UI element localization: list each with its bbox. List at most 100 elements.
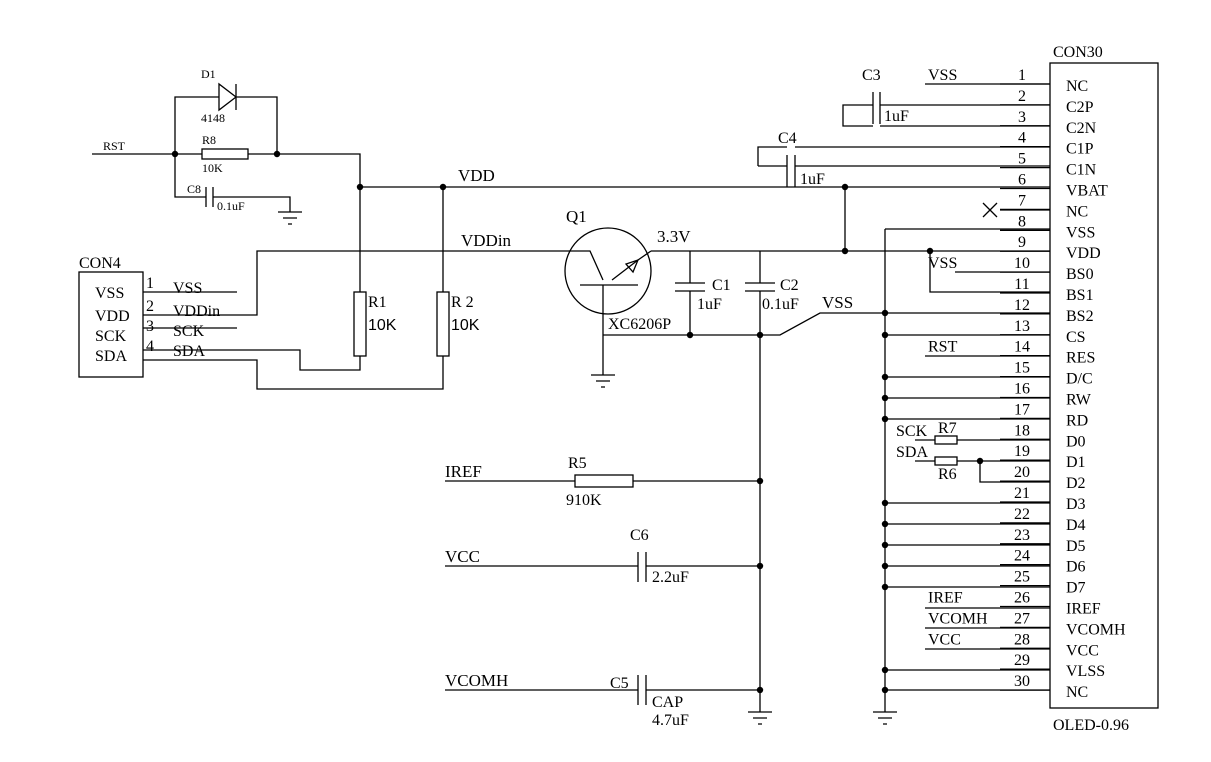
r7-resistor: R7 — [934, 420, 958, 445]
r2-resistor: R 2 10K — [436, 291, 480, 357]
con30-pin-number: 14 — [1014, 339, 1030, 356]
r2-value: 10K — [451, 317, 480, 334]
r8-resistor: R8 10K — [201, 133, 249, 175]
c6-capacitor: C6 2.2uF — [630, 527, 689, 586]
c5-capacitor: C5 CAP 4.7uF — [610, 675, 689, 729]
con30-pin-number: 22 — [1014, 506, 1030, 523]
r8-value: 10K — [202, 161, 223, 175]
con30-pin-number: 27 — [1014, 610, 1030, 627]
con30-pin-name: RW — [1066, 392, 1092, 409]
con30-pin-number: 8 — [1018, 213, 1026, 230]
con4-pin-name: VDD — [95, 308, 130, 325]
con30-part: OLED-0.96 — [1053, 717, 1129, 734]
con4-body — [78, 271, 144, 378]
c3-wire — [842, 104, 1050, 127]
d1-wire — [174, 96, 278, 154]
c5-value: CAP — [652, 694, 683, 711]
con4-pin-number: 1 — [146, 275, 154, 292]
net-label-vss: VSS — [822, 293, 853, 312]
c1-ref: C1 — [712, 277, 731, 294]
d1-value: 4148 — [201, 111, 225, 125]
con4-pin-net: VSS — [173, 280, 202, 297]
con4-pin-number: 2 — [146, 298, 154, 315]
r2-sda-wire — [143, 187, 444, 390]
c4-capacitor: C4 1uF — [778, 130, 825, 188]
r1-ref: R1 — [368, 294, 387, 311]
con30-pin-number: 2 — [1018, 88, 1026, 105]
con30-pin-number: 17 — [1014, 401, 1030, 418]
net-label-iref: IREF — [445, 462, 482, 481]
r7-ref: R7 — [938, 420, 957, 437]
con30-pin-name: RES — [1066, 350, 1095, 367]
con30-pin-number: 19 — [1014, 443, 1030, 460]
con30-connector: CON30 OLED-0.96 1NCVSS2C2P3C2N4C1P5C1N6V… — [928, 44, 1159, 734]
c5-value2: 4.7uF — [652, 712, 689, 729]
c3-ref: C3 — [862, 67, 881, 84]
con30-pin-number: 7 — [1018, 192, 1026, 209]
c8-capacitor: C8 0.1uF — [187, 182, 245, 213]
q1-regulator: Q1 XC6206P — [564, 207, 671, 333]
con4-pin-number: 4 — [146, 338, 154, 355]
c2-value: 0.1uF — [762, 296, 799, 313]
con30-pin-net: VSS — [928, 255, 957, 272]
con30-pin-net: IREF — [928, 590, 963, 607]
vss-taps-b — [885, 502, 1050, 691]
c6-value: 2.2uF — [652, 569, 689, 586]
r5-ref: R5 — [568, 455, 587, 472]
net-labels: RST VDD VDDin 3.3V VSS IREF VCC VCOMH SC… — [103, 139, 928, 690]
net-label-sck: SCK — [896, 423, 928, 440]
con4-pin-net: VDDin — [173, 303, 220, 320]
net-label-vcomh: VCOMH — [445, 671, 508, 690]
con30-pin-name: NC — [1066, 78, 1088, 95]
net-label-sda: SDA — [896, 444, 928, 461]
q1-value: XC6206P — [608, 316, 671, 333]
con30-pin-name: VCOMH — [1066, 621, 1126, 638]
ground-symbol-c8 — [278, 211, 302, 225]
net-label-vcc: VCC — [445, 547, 480, 566]
con30-pin-number: 9 — [1018, 234, 1026, 251]
con30-pin-name: VBAT — [1066, 183, 1108, 200]
con4-pin-net: SCK — [173, 323, 205, 340]
con30-pin-number: 12 — [1014, 297, 1030, 314]
con30-pin-name: BS2 — [1066, 308, 1094, 325]
con30-pin-name: C1N — [1066, 162, 1097, 179]
con30-pin-name: C2N — [1066, 120, 1097, 137]
con30-pin-number: 21 — [1014, 485, 1030, 502]
con30-pin-name: D0 — [1066, 433, 1086, 450]
con30-pin-number: 18 — [1014, 422, 1030, 439]
net-label-lines — [925, 83, 1050, 650]
con30-pin-number: 26 — [1014, 590, 1030, 607]
con30-pin-name: RD — [1066, 412, 1088, 429]
con30-pin-number: 5 — [1018, 151, 1026, 168]
con30-pin-name: NC — [1066, 203, 1088, 220]
con30-pin-number: 16 — [1014, 381, 1030, 398]
con30-pin-number: 4 — [1018, 130, 1026, 147]
c6-ref: C6 — [630, 527, 649, 544]
con30-pin-net: VCC — [928, 631, 961, 648]
rst-wire — [92, 153, 361, 187]
wires — [92, 83, 1050, 712]
con30-pin-name: IREF — [1066, 601, 1101, 618]
con30-pin-name: C2P — [1066, 99, 1094, 116]
bs1-wire — [929, 251, 1050, 293]
con30-pin-name: VCC — [1066, 642, 1099, 659]
q1-ref: Q1 — [566, 207, 587, 226]
con30-pin-name: D1 — [1066, 454, 1086, 471]
con4-pin-name: SCK — [95, 328, 127, 345]
con30-pin-name: D/C — [1066, 371, 1093, 388]
con30-pin-name: VLSS — [1066, 663, 1105, 680]
con30-pin-number: 11 — [1014, 276, 1029, 293]
vss-vertical-right — [884, 228, 1050, 712]
